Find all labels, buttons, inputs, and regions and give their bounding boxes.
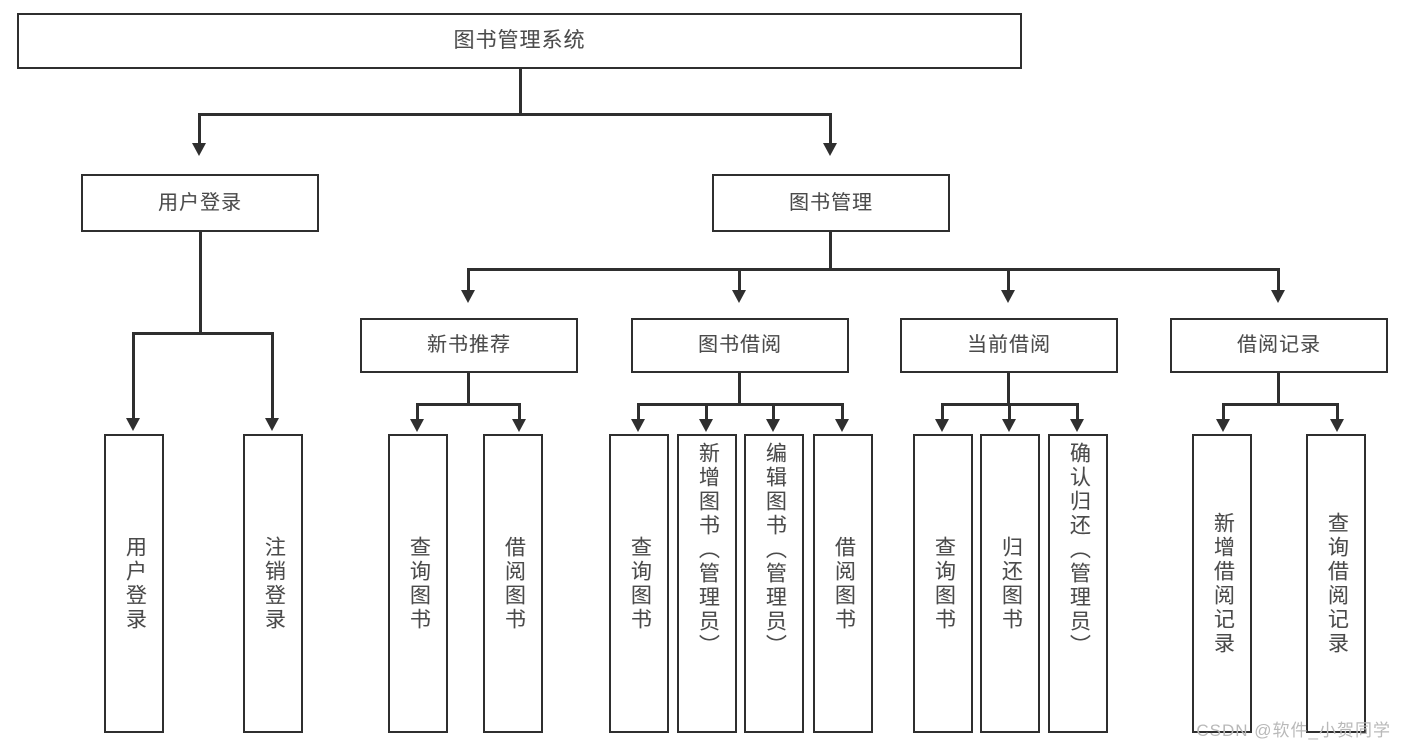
arrowhead-nbr-query-book <box>410 419 424 432</box>
connector-book-manage-drop-4 <box>1277 268 1280 292</box>
connector-book-manage-bus <box>467 268 1280 271</box>
connector-book-borrow-bus <box>637 403 844 406</box>
node-label: 图书借阅 <box>698 334 782 356</box>
connector-current-borrow-stem <box>1007 373 1010 405</box>
arrowhead-bb-edit-book <box>766 419 780 432</box>
arrowhead-book-borrow <box>732 290 746 303</box>
node-label: 确认归还（管理员） <box>1067 442 1091 658</box>
node-label: 注销登录 <box>262 535 286 632</box>
connector-cb-drop-3 <box>1076 403 1079 421</box>
leaf-bb-borrow-book[interactable]: 借阅图书 <box>813 434 873 733</box>
leaf-cb-query-book[interactable]: 查询图书 <box>913 434 973 733</box>
leaf-cb-confirm-return[interactable]: 确认归还（管理员） <box>1048 434 1108 733</box>
leaf-bb-query-book[interactable]: 查询图书 <box>609 434 669 733</box>
node-label: 借阅记录 <box>1237 334 1321 356</box>
arrowhead-bb-query-book <box>631 419 645 432</box>
node-borrow-record[interactable]: 借阅记录 <box>1170 318 1388 373</box>
connector-cb-drop-2 <box>1008 403 1011 421</box>
node-label: 用户登录 <box>123 535 147 632</box>
arrowhead-br-add-record <box>1216 419 1230 432</box>
node-label: 图书管理系统 <box>453 28 586 52</box>
connector-book-borrow-stem <box>738 373 741 405</box>
node-label: 当前借阅 <box>967 334 1051 356</box>
connector-bb-drop-4 <box>841 403 844 421</box>
connector-cb-drop-1 <box>941 403 944 421</box>
node-label: 借阅图书 <box>502 535 526 632</box>
arrowhead-current-borrow <box>1001 290 1015 303</box>
node-label: 图书管理 <box>789 191 873 214</box>
connector-book-manage-drop-3 <box>1007 268 1010 292</box>
connector-bb-drop-2 <box>705 403 708 421</box>
connector-bb-drop-1 <box>637 403 640 421</box>
connector-root-to-user-login <box>198 113 201 145</box>
arrowhead-book-manage <box>823 143 837 156</box>
arrowhead-leaf-logout <box>265 418 279 431</box>
node-label: 新增借阅记录 <box>1211 511 1235 656</box>
node-root-system[interactable]: 图书管理系统 <box>17 13 1022 69</box>
connector-root-to-book-manage <box>829 113 832 145</box>
connector-new-book-drop-2 <box>518 403 521 421</box>
connector-br-drop-2 <box>1336 403 1339 421</box>
leaf-cb-return-book[interactable]: 归还图书 <box>980 434 1040 733</box>
leaf-nbr-borrow-book[interactable]: 借阅图书 <box>483 434 543 733</box>
connector-new-book-bus <box>416 403 521 406</box>
connector-borrow-record-stem <box>1277 373 1280 405</box>
leaf-bb-edit-book[interactable]: 编辑图书（管理员） <box>744 434 804 733</box>
leaf-logout[interactable]: 注销登录 <box>243 434 303 733</box>
node-book-manage[interactable]: 图书管理 <box>712 174 950 232</box>
connector-bb-drop-3 <box>772 403 775 421</box>
connector-user-login-drop-1 <box>132 332 135 420</box>
connector-root-bus <box>198 113 832 116</box>
arrowhead-leaf-user-login <box>126 418 140 431</box>
connector-user-login-drop-2 <box>271 332 274 420</box>
arrowhead-cb-query-book <box>935 419 949 432</box>
node-label: 新增图书（管理员） <box>696 442 720 658</box>
arrowhead-bb-add-book <box>699 419 713 432</box>
node-label: 查询借阅记录 <box>1325 511 1349 656</box>
connector-root-stem <box>519 69 522 115</box>
node-current-borrow[interactable]: 当前借阅 <box>900 318 1118 373</box>
arrowhead-new-book-recommend <box>461 290 475 303</box>
connector-user-login-stem <box>199 232 202 334</box>
node-label: 查询图书 <box>407 535 431 632</box>
leaf-nbr-query-book[interactable]: 查询图书 <box>388 434 448 733</box>
node-new-book-recommend[interactable]: 新书推荐 <box>360 318 578 373</box>
arrowhead-cb-confirm-return <box>1070 419 1084 432</box>
connector-new-book-stem <box>467 373 470 405</box>
arrowhead-br-query-record <box>1330 419 1344 432</box>
node-label: 查询图书 <box>932 535 956 632</box>
connector-book-manage-drop-2 <box>738 268 741 292</box>
arrowhead-bb-borrow-book <box>835 419 849 432</box>
node-label: 新书推荐 <box>427 334 511 356</box>
connector-user-login-bus <box>132 332 274 335</box>
leaf-bb-add-book[interactable]: 新增图书（管理员） <box>677 434 737 733</box>
node-label: 归还图书 <box>999 535 1023 632</box>
node-label: 编辑图书（管理员） <box>763 442 787 658</box>
leaf-br-query-record[interactable]: 查询借阅记录 <box>1306 434 1366 733</box>
arrowhead-cb-return-book <box>1002 419 1016 432</box>
arrowhead-user-login <box>192 143 206 156</box>
node-label: 查询图书 <box>628 535 652 632</box>
node-label: 用户登录 <box>158 191 242 214</box>
connector-book-manage-stem <box>829 232 832 270</box>
arrowhead-nbr-borrow-book <box>512 419 526 432</box>
leaf-user-login[interactable]: 用户登录 <box>104 434 164 733</box>
leaf-br-add-record[interactable]: 新增借阅记录 <box>1192 434 1252 733</box>
connector-borrow-record-bus <box>1222 403 1339 406</box>
arrowhead-borrow-record <box>1271 290 1285 303</box>
node-user-login[interactable]: 用户登录 <box>81 174 319 232</box>
connector-book-manage-drop-1 <box>467 268 470 292</box>
connector-br-drop-1 <box>1222 403 1225 421</box>
csdn-watermark: CSDN @软件_小贺同学 <box>1196 721 1391 740</box>
node-label: 借阅图书 <box>832 535 856 632</box>
connector-new-book-drop-1 <box>416 403 419 421</box>
node-book-borrow[interactable]: 图书借阅 <box>631 318 849 373</box>
